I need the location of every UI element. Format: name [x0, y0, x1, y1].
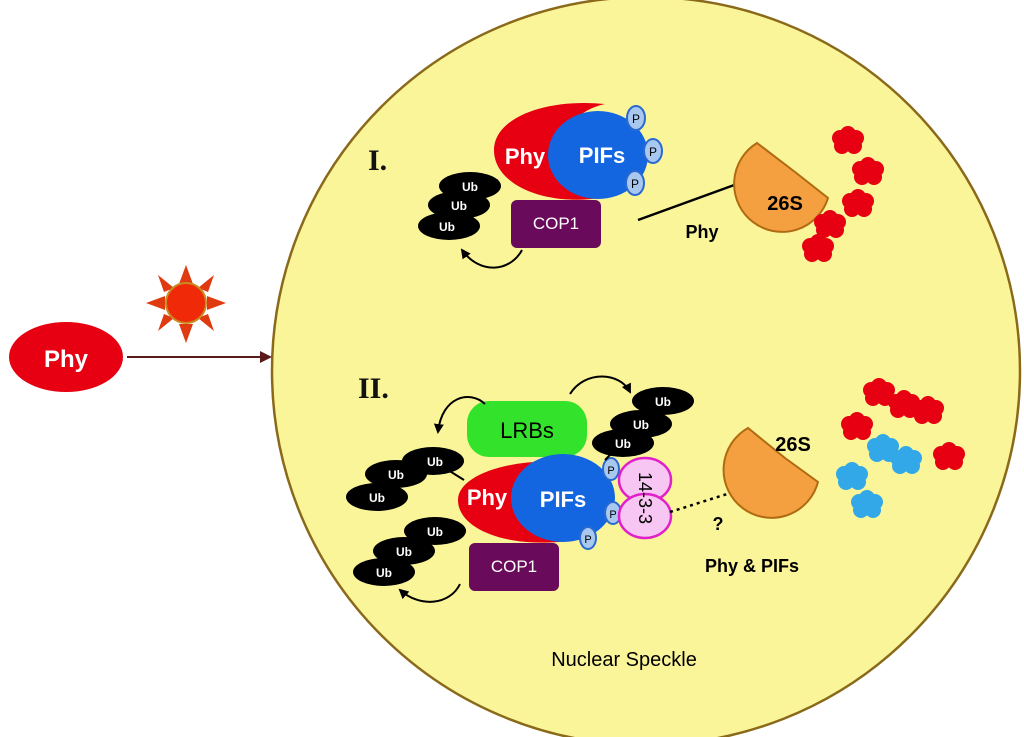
svg-text:Ub: Ub	[439, 220, 455, 234]
section-2-14-3-3-label: 14-3-3	[635, 472, 655, 524]
section-1-phospho: P P P	[625, 105, 663, 196]
section-2-lrbs-box	[467, 401, 587, 457]
svg-text:P: P	[631, 177, 639, 191]
section-2-phospho: P P P	[579, 457, 622, 550]
section-1-pifs-label: PIFs	[579, 143, 625, 168]
section-2-cop1-label: COP1	[491, 557, 537, 576]
section-1-complex: Phy PIFs P P P COP1 Ub Ub Ub	[418, 102, 663, 269]
section-2-arrow-to-bottom-ub	[398, 583, 461, 603]
section-2-lrbs-label: LRBs	[500, 418, 554, 443]
outside-phy-ellipse	[9, 322, 123, 392]
section-1-degradation-arrow	[637, 178, 750, 222]
svg-text:Ub: Ub	[462, 180, 478, 194]
nuclear-speckle-circle	[270, 0, 1022, 737]
section-1-cop1-box	[511, 200, 601, 248]
section-2-arrow-to-left-ub	[433, 396, 486, 434]
section-2-roman: II.	[358, 372, 389, 405]
svg-text:Ub: Ub	[376, 566, 392, 580]
section-1-phy-label: Phy	[505, 144, 546, 169]
section-1-pifs-ellipse	[548, 111, 648, 199]
section-2-proteasome: 26S	[722, 426, 820, 519]
section-1-ubiquitin-chain: Ub Ub Ub	[418, 172, 501, 240]
svg-text:P: P	[609, 509, 616, 521]
section-2-ubiquitin-left: Ub Ub Ub	[346, 447, 464, 511]
svg-text:P: P	[632, 112, 640, 126]
section-2-ubiquitin-bottom: Ub Ub Ub	[353, 517, 466, 586]
svg-text:26S: 26S	[767, 193, 803, 215]
section-2-question: ?	[713, 514, 724, 534]
section-1-arrow-label: Phy	[685, 222, 718, 242]
section-1-ubiquitination-arrow	[460, 248, 523, 269]
svg-text:Ub: Ub	[427, 455, 443, 469]
section-1-proteasome: 26S	[733, 141, 830, 233]
nuclear-speckle-label: Nuclear Speckle	[551, 649, 697, 671]
svg-text:Ub: Ub	[633, 418, 649, 432]
section-2-ubiquitin-top: Ub Ub Ub	[592, 387, 694, 457]
svg-text:Ub: Ub	[655, 395, 671, 409]
svg-text:Ub: Ub	[427, 525, 443, 539]
outside-phy-label: Phy	[44, 346, 89, 373]
sun-icon	[146, 265, 226, 343]
section-2-pifs-label: PIFs	[540, 487, 586, 512]
section-2-arrow-label: Phy & PIFs	[705, 556, 799, 576]
svg-text:Ub: Ub	[451, 199, 467, 213]
section-2-pifs-ellipse	[511, 454, 615, 542]
section-2-complex: LRBs Phy PIFs P P P 14-3-3 COP1 Ub Ub	[346, 375, 694, 603]
svg-text:P: P	[649, 145, 657, 159]
section-1-roman: I.	[368, 144, 387, 177]
section-2-phy-label: Phy	[467, 485, 508, 510]
section-2-14-3-3: 14-3-3	[617, 456, 673, 540]
svg-text:26S: 26S	[775, 434, 811, 456]
svg-text:Ub: Ub	[396, 545, 412, 559]
svg-text:P: P	[584, 534, 591, 546]
section-1-cop1-label: COP1	[533, 214, 579, 233]
section-2-cop1-box	[469, 543, 559, 591]
svg-text:Ub: Ub	[388, 468, 404, 482]
svg-text:Ub: Ub	[369, 491, 385, 505]
outside-phy: Phy	[9, 322, 123, 392]
section-2-arrow-to-top-ub	[569, 375, 631, 395]
svg-text:Ub: Ub	[615, 437, 631, 451]
section-2-degradation-arrow	[669, 480, 764, 514]
svg-text:P: P	[607, 465, 614, 477]
